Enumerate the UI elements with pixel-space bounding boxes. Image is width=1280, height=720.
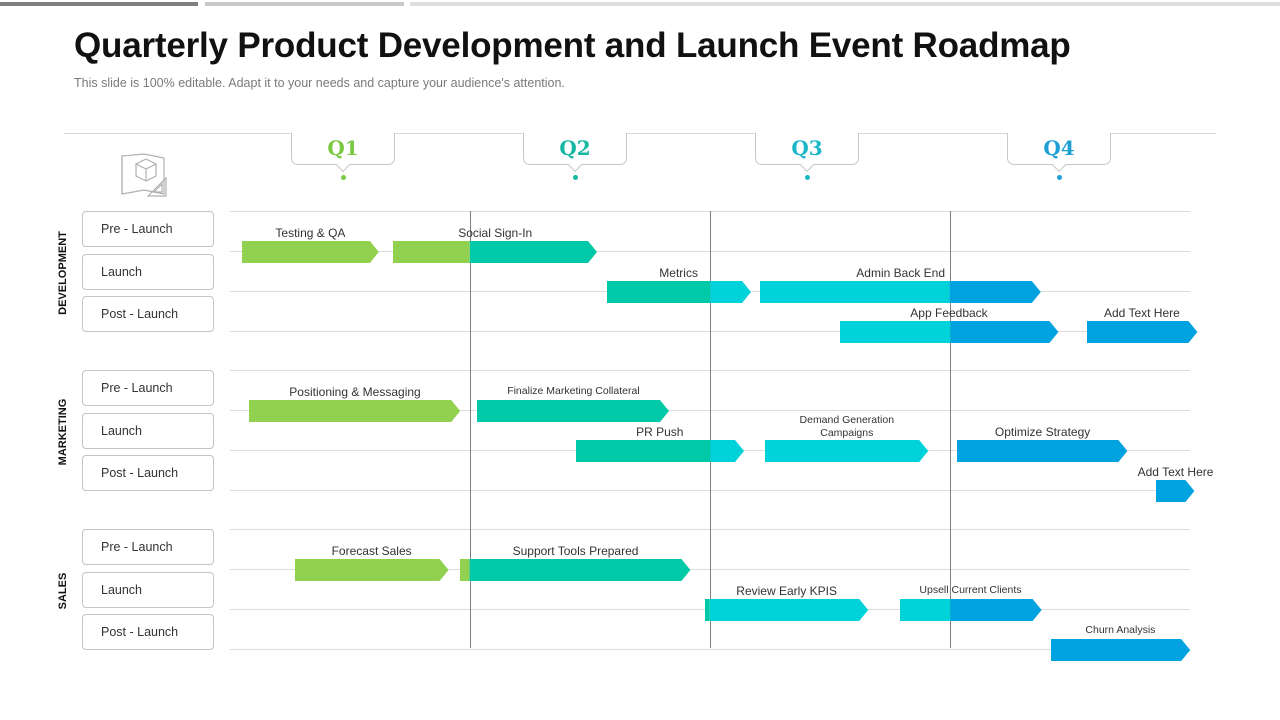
- quarter-tab-q3: Q3: [755, 133, 859, 165]
- task-label: Upsell Current Clients: [919, 584, 1022, 596]
- task-bar: [606, 281, 751, 303]
- phase-box: Post - Launch: [82, 455, 214, 491]
- task-bar: [899, 599, 1042, 621]
- task-bar: [294, 559, 449, 581]
- phase-box: Pre - Launch: [82, 370, 214, 406]
- group-label-development: DEVELOPMENT: [57, 231, 69, 315]
- task-bar-segment: [477, 400, 670, 422]
- task-bar-segment: [460, 559, 470, 581]
- task-label: Forecast Sales: [331, 544, 412, 558]
- task-bar-segment: [709, 440, 744, 462]
- task-bar: [575, 440, 744, 462]
- page-title: Quarterly Product Development and Launch…: [74, 26, 1071, 65]
- row-gridline: [230, 649, 1190, 650]
- task-bar-segment: [575, 440, 710, 462]
- task-label: Metrics: [659, 266, 698, 280]
- task-bar: [477, 400, 670, 422]
- task-bar: [1050, 639, 1190, 661]
- task-label: Support Tools Prepared: [512, 544, 639, 558]
- task-bar-segment: [949, 321, 1058, 343]
- blueprint-icon: [121, 153, 167, 197]
- phase-box: Pre - Launch: [82, 211, 214, 247]
- task-bar-segment: [606, 281, 710, 303]
- phase-box: Post - Launch: [82, 614, 214, 650]
- task-bar-segment: [1156, 480, 1195, 502]
- task-bar-segment: [957, 440, 1128, 462]
- task-bar: [957, 440, 1128, 462]
- task-bar: [705, 599, 869, 621]
- task-bar: [765, 440, 929, 462]
- task-bar: [1086, 321, 1198, 343]
- group-label-sales: SALES: [57, 572, 69, 610]
- task-bar-segment: [709, 599, 869, 621]
- task-bar-segment: [839, 321, 950, 343]
- header-divider: [64, 133, 1216, 134]
- progress-segment: [205, 2, 404, 6]
- task-label: Add Text Here: [1104, 306, 1180, 320]
- task-bar: [393, 241, 598, 263]
- task-label: Finalize Marketing Collateral: [507, 385, 640, 397]
- task-label: PR Push: [636, 425, 684, 439]
- group-label-marketing: MARKETING: [57, 398, 69, 466]
- quarter-divider: [710, 211, 711, 648]
- task-label: Positioning & Messaging: [289, 385, 421, 399]
- task-bar: [760, 281, 1042, 303]
- quarter-marker-dot: [1057, 175, 1062, 180]
- task-bar-segment: [709, 281, 751, 303]
- task-label: Optimize Strategy: [994, 425, 1091, 439]
- quarter-tab-q1: Q1: [291, 133, 395, 165]
- task-bar-segment: [899, 599, 950, 621]
- quarter-marker-dot: [805, 175, 810, 180]
- task-bar-segment: [949, 599, 1042, 621]
- task-bar-segment: [705, 599, 710, 621]
- task-bar-segment: [765, 440, 929, 462]
- task-bar: [839, 321, 1058, 343]
- quarter-divider: [950, 211, 951, 648]
- progress-segment: [410, 2, 1280, 6]
- task-label: Add Text Here: [1137, 465, 1214, 479]
- task-bar-segment: [469, 241, 598, 263]
- phase-box: Launch: [82, 571, 214, 608]
- task-bar: [242, 241, 379, 263]
- task-label: Churn Analysis: [1085, 624, 1156, 636]
- quarter-tab-q2: Q2: [523, 133, 627, 165]
- task-bar: [460, 559, 691, 581]
- task-bar: [249, 400, 461, 422]
- task-bar-segment: [760, 281, 950, 303]
- page-subtitle: This slide is 100% editable. Adapt it to…: [74, 76, 565, 90]
- phase-box: Post - Launch: [82, 296, 214, 332]
- progress-segment: [0, 2, 198, 6]
- quarter-tab-q4: Q4: [1007, 133, 1111, 165]
- task-label: Testing & QA: [275, 226, 346, 240]
- task-label: Social Sign-In: [458, 226, 533, 240]
- task-bar-segment: [949, 281, 1042, 303]
- task-bar-segment: [393, 241, 470, 263]
- task-label: Admin Back End: [856, 266, 946, 280]
- task-label: App Feedback: [910, 306, 988, 320]
- task-bar-segment: [1086, 321, 1198, 343]
- phase-box: Launch: [82, 253, 214, 290]
- task-bar: [1156, 480, 1195, 502]
- phase-box: Pre - Launch: [82, 529, 214, 565]
- quarter-divider: [470, 211, 471, 648]
- quarter-marker-dot: [573, 175, 578, 180]
- quarter-marker-dot: [341, 175, 346, 180]
- task-bar-segment: [294, 559, 449, 581]
- task-bar-segment: [242, 241, 379, 263]
- task-bar-segment: [469, 559, 691, 581]
- task-label: Demand Generation Campaigns: [799, 414, 895, 439]
- task-label: Review Early KPIS: [736, 584, 837, 598]
- task-bar-segment: [249, 400, 461, 422]
- task-bar-segment: [1050, 639, 1190, 661]
- phase-box: Launch: [82, 412, 214, 449]
